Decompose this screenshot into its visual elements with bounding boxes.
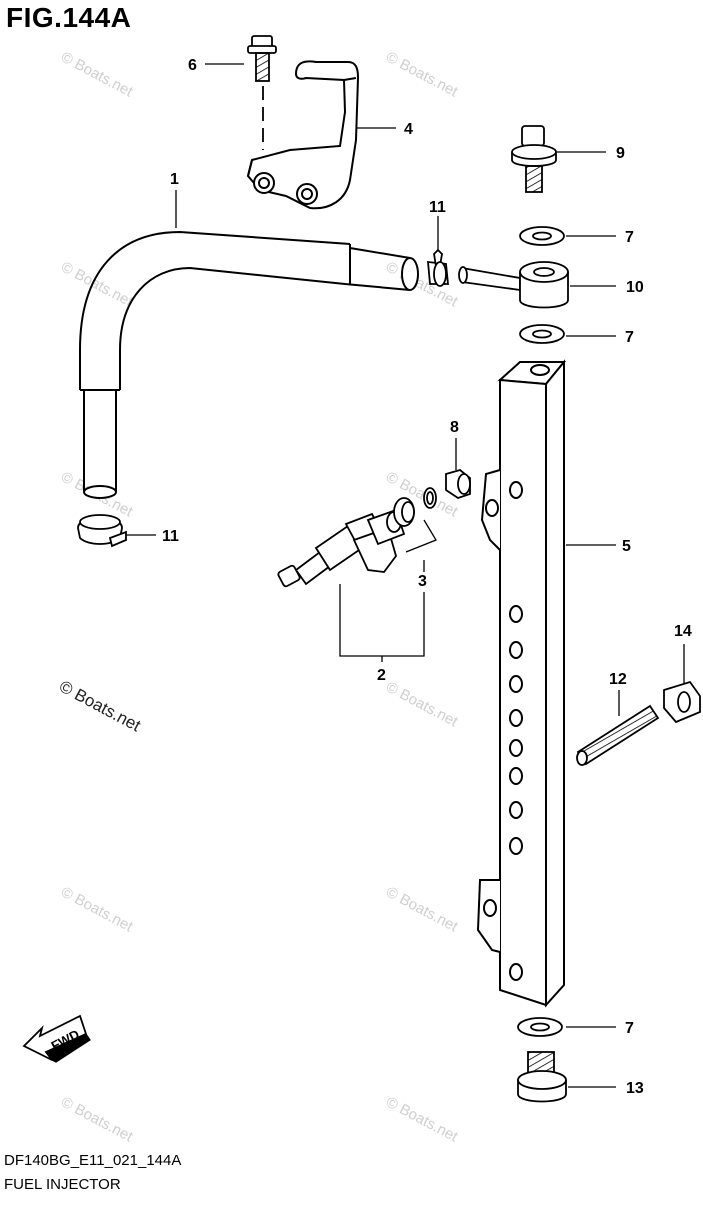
callout-6: 6 xyxy=(188,57,197,74)
part-4-bracket[interactable] xyxy=(246,60,360,210)
part-12-stud-bolt[interactable] xyxy=(576,704,660,766)
figure-code: DF140BG_E11_021_144A xyxy=(4,1152,182,1169)
part-14-nut[interactable] xyxy=(663,680,701,724)
part-10-union-fitting[interactable] xyxy=(458,261,569,309)
fwd-arrow-icon: FWD xyxy=(22,1014,91,1063)
callout-4: 4 xyxy=(404,121,413,138)
callout-7-middle: 7 xyxy=(625,329,634,346)
watermark-2: © Boats.net xyxy=(383,49,461,101)
callout-11-lower: 11 xyxy=(162,528,179,545)
callout-14: 14 xyxy=(674,623,692,640)
callout-12: 12 xyxy=(609,671,627,688)
part-13-plug-bolt[interactable] xyxy=(517,1051,567,1103)
callout-1: 1 xyxy=(170,171,179,188)
figure-name: FUEL INJECTOR xyxy=(4,1176,121,1193)
part-2-fuel-injector[interactable] xyxy=(277,508,406,588)
watermark-9: © Boats.net xyxy=(383,884,461,936)
part-9-banjo-bolt[interactable] xyxy=(511,125,557,193)
callout-7-lower: 7 xyxy=(625,1020,634,1037)
watermark-1: © Boats.net xyxy=(58,49,136,101)
callout-10: 10 xyxy=(626,279,644,296)
callout-7-upper: 7 xyxy=(625,229,634,246)
part-3-o-rings[interactable] xyxy=(393,487,437,527)
watermark-7: © Boats.net xyxy=(383,679,461,731)
watermark-10: © Boats.net xyxy=(58,1094,136,1146)
leader-lines xyxy=(126,63,685,1088)
callout-9: 9 xyxy=(616,145,625,162)
watermark-3: © Boats.net xyxy=(58,259,136,311)
callout-8: 8 xyxy=(450,419,459,436)
part-7-washer-lower[interactable] xyxy=(517,1017,563,1037)
watermark-4: © Boats.net xyxy=(383,259,461,311)
part-7-washer-middle[interactable] xyxy=(519,324,565,344)
part-7-washer-upper[interactable] xyxy=(519,226,565,246)
callout-13: 13 xyxy=(626,1080,644,1097)
part-8-cushion[interactable] xyxy=(445,469,471,499)
part-11-clamp-lower[interactable] xyxy=(77,514,127,548)
part-1-hose[interactable] xyxy=(79,230,419,499)
part-5-fuel-rail[interactable] xyxy=(476,359,567,1008)
callout-11-upper: 11 xyxy=(429,199,446,216)
watermark-group: © Boats.net © Boats.net © Boats.net © Bo… xyxy=(56,49,461,1146)
watermark-8: © Boats.net xyxy=(58,884,136,936)
part-6-bolt[interactable] xyxy=(247,35,277,150)
callout-5: 5 xyxy=(622,538,631,555)
part-11-clamp-upper[interactable] xyxy=(427,248,449,287)
callout-3: 3 xyxy=(418,573,427,590)
watermark-main: © Boats.net xyxy=(56,677,144,736)
callout-labels: 1 2 3 4 5 6 7 7 7 8 9 10 11 11 12 13 14 xyxy=(162,57,692,1097)
watermark-11: © Boats.net xyxy=(383,1094,461,1146)
figure-title: FIG.144A xyxy=(6,2,132,33)
callout-2: 2 xyxy=(377,667,386,684)
